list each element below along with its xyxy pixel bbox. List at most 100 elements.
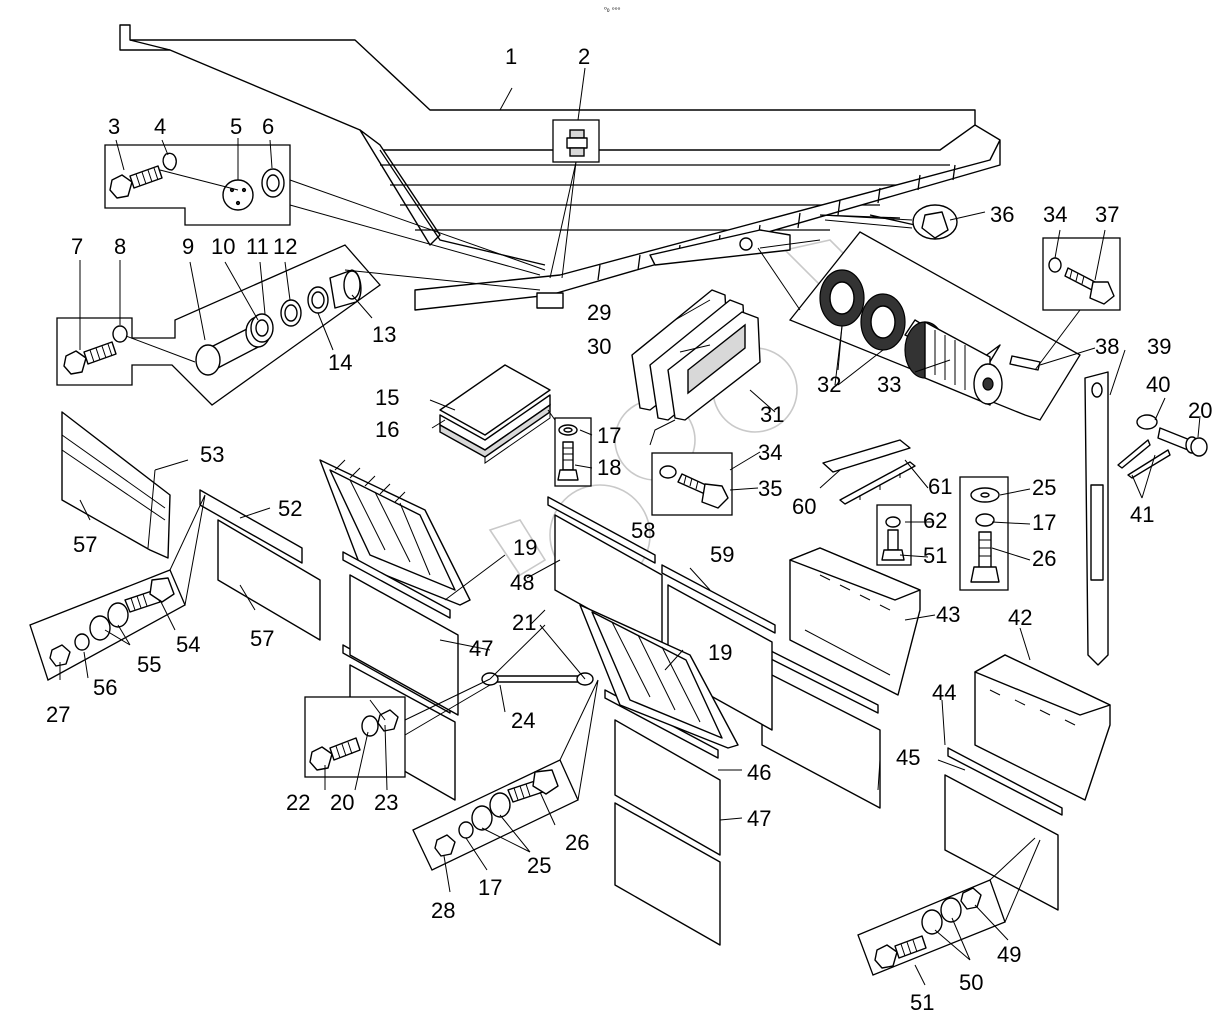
callout-40: 40 [1146, 372, 1170, 397]
callout-23: 23 [374, 790, 398, 815]
callout-17a: 17 [597, 423, 621, 448]
callout-2: 2 [578, 44, 590, 69]
callout-32: 32 [817, 372, 841, 397]
callout-13: 13 [372, 322, 396, 347]
callout-11: 11 [246, 234, 269, 259]
callout-18: 18 [597, 455, 621, 480]
callout-61: 61 [928, 474, 952, 499]
callout-35: 35 [758, 476, 782, 501]
callout-51b: 51 [910, 990, 934, 1015]
link-bar [1084, 371, 1208, 666]
tie-rod-bolt-group [304, 678, 491, 778]
callout-28: 28 [431, 898, 455, 923]
callout-47b: 47 [747, 806, 771, 831]
callout-5: 5 [230, 114, 242, 139]
callout-17c: 17 [478, 875, 502, 900]
callout-21: 21 [512, 610, 536, 635]
callout-56: 56 [93, 675, 117, 700]
callout-37: 37 [1095, 202, 1119, 227]
callout-62: 62 [923, 508, 947, 533]
callout-54: 54 [176, 632, 200, 657]
flap-57-left [61, 411, 171, 559]
flap-bolt-group-upper [959, 476, 1009, 591]
callout-31: 31 [760, 402, 784, 427]
callout-45: 45 [896, 745, 920, 770]
callout-labels: 1 2 3 4 5 6 7 8 9 10 11 12 13 14 15 16 1… [46, 44, 1212, 1015]
callout-55: 55 [137, 652, 161, 677]
callout-42: 42 [1008, 605, 1032, 630]
callout-3: 3 [108, 114, 120, 139]
callout-22: 22 [286, 790, 310, 815]
mud-guard-box-42 [974, 654, 1111, 801]
callout-46: 46 [747, 760, 771, 785]
hinge-sleeve-group [757, 204, 1081, 421]
flap-bolt-group-middle [412, 679, 599, 871]
callout-16: 16 [375, 417, 399, 442]
callout-26a: 26 [1032, 546, 1056, 571]
callout-27: 27 [46, 702, 70, 727]
tie-rod [481, 624, 594, 686]
plate-bolt-group [547, 409, 592, 487]
frame [119, 24, 1001, 311]
callout-38: 38 [1095, 334, 1119, 359]
pivot-pin-group [56, 244, 541, 406]
callout-1: 1 [505, 44, 517, 69]
callout-25b: 25 [527, 853, 551, 878]
callout-19a: 19 [513, 535, 537, 560]
callout-34a: 34 [758, 440, 782, 465]
callout-12: 12 [273, 234, 297, 259]
flaps-middle [349, 514, 773, 946]
callout-59: 59 [710, 542, 734, 567]
callout-6: 6 [262, 114, 274, 139]
callout-29: 29 [587, 300, 611, 325]
callout-33: 33 [877, 372, 901, 397]
guard-frame-19-lower [579, 604, 739, 749]
callout-53: 53 [200, 442, 224, 467]
hinge-bolt-group [1034, 237, 1121, 371]
liner-bolt-group [651, 452, 733, 516]
callout-51a: 51 [923, 543, 947, 568]
flap-bolt-group-lower [857, 837, 1041, 976]
leader-lines [59, 67, 1201, 986]
header-mark: ⁰₀ ᵒᵒᵒ [604, 6, 621, 14]
callout-50: 50 [959, 970, 983, 995]
callout-17b: 17 [1032, 510, 1056, 535]
bracket-strip [822, 439, 916, 505]
callout-34b: 34 [1043, 202, 1067, 227]
callout-25a: 25 [1032, 475, 1056, 500]
callout-57b: 57 [250, 626, 274, 651]
flap-57-right [199, 489, 321, 641]
callout-10: 10 [211, 234, 235, 259]
callout-20b: 20 [1188, 398, 1212, 423]
callout-41: 41 [1130, 502, 1154, 527]
callout-30: 30 [587, 334, 611, 359]
callout-58: 58 [631, 518, 655, 543]
callout-44: 44 [932, 680, 956, 705]
callout-7: 7 [71, 234, 83, 259]
liners [631, 289, 761, 446]
callout-60: 60 [792, 494, 816, 519]
callout-19b: 19 [708, 640, 732, 665]
mud-guard-box-43 [789, 547, 921, 696]
pin-cap-group [104, 144, 546, 276]
callout-24: 24 [511, 708, 535, 733]
callout-15: 15 [375, 385, 399, 410]
callout-39: 39 [1147, 334, 1171, 359]
guard-frame-19-upper [319, 459, 471, 606]
grease-fitting [549, 119, 600, 279]
callout-4: 4 [154, 114, 166, 139]
callout-48: 48 [510, 570, 534, 595]
callout-20a: 20 [330, 790, 354, 815]
wear-plates [439, 364, 551, 464]
callout-57a: 57 [73, 532, 97, 557]
flap-bolt-group-left [29, 494, 206, 681]
flap-45 [761, 647, 1063, 911]
callout-9: 9 [182, 234, 194, 259]
callout-47a: 47 [469, 636, 493, 661]
callout-36: 36 [990, 202, 1014, 227]
callout-26b: 26 [565, 830, 589, 855]
callout-43: 43 [936, 602, 960, 627]
strip-bolt-group [876, 504, 912, 566]
